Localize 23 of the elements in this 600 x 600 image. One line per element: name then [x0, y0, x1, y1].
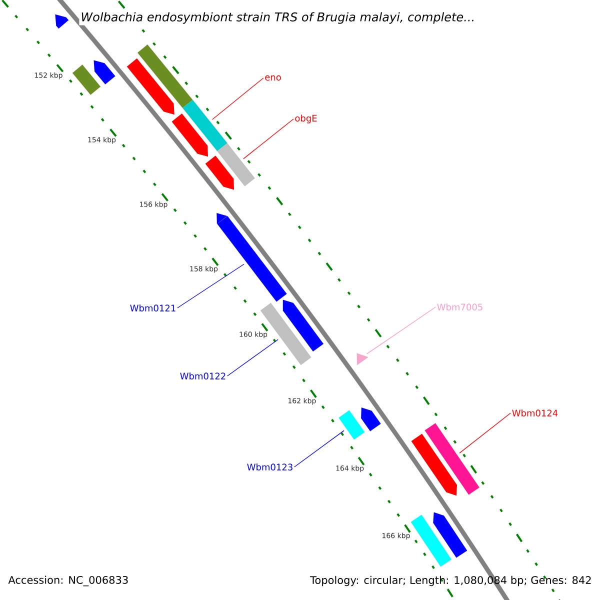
gene-label: eno: [265, 75, 281, 81]
gene-label: Wbm0121: [130, 304, 176, 312]
gene-feature: [216, 212, 287, 302]
leader-line: [366, 306, 436, 354]
leader-line: [212, 78, 264, 120]
title: Wolbachia endosymbiont strain TRS of Brugia malayi, complete...: [79, 10, 476, 26]
leader-line: [459, 412, 512, 454]
leader-line: [177, 264, 244, 308]
gene-feature: [338, 410, 365, 440]
leader-line: [294, 430, 344, 468]
gene-label: Wbm0124: [512, 410, 558, 416]
gene-marker: [356, 353, 368, 366]
leader-line: [227, 339, 278, 376]
gene-label: Wbm0123: [247, 464, 292, 470]
gene-feature: [424, 423, 480, 495]
gene-label: obgE: [295, 114, 317, 124]
gene-label: Wbm7005: [437, 304, 482, 310]
genome-stats: Topology: circular; Length: 1,080,084 bp; Genes: 842: [310, 576, 591, 586]
accession-label: Accession: NC_006833: [8, 576, 128, 586]
gene-label: Wbm0122: [180, 372, 226, 380]
gene-feature: [217, 143, 255, 186]
leader-line: [243, 118, 294, 160]
gene-feature: [182, 100, 228, 152]
